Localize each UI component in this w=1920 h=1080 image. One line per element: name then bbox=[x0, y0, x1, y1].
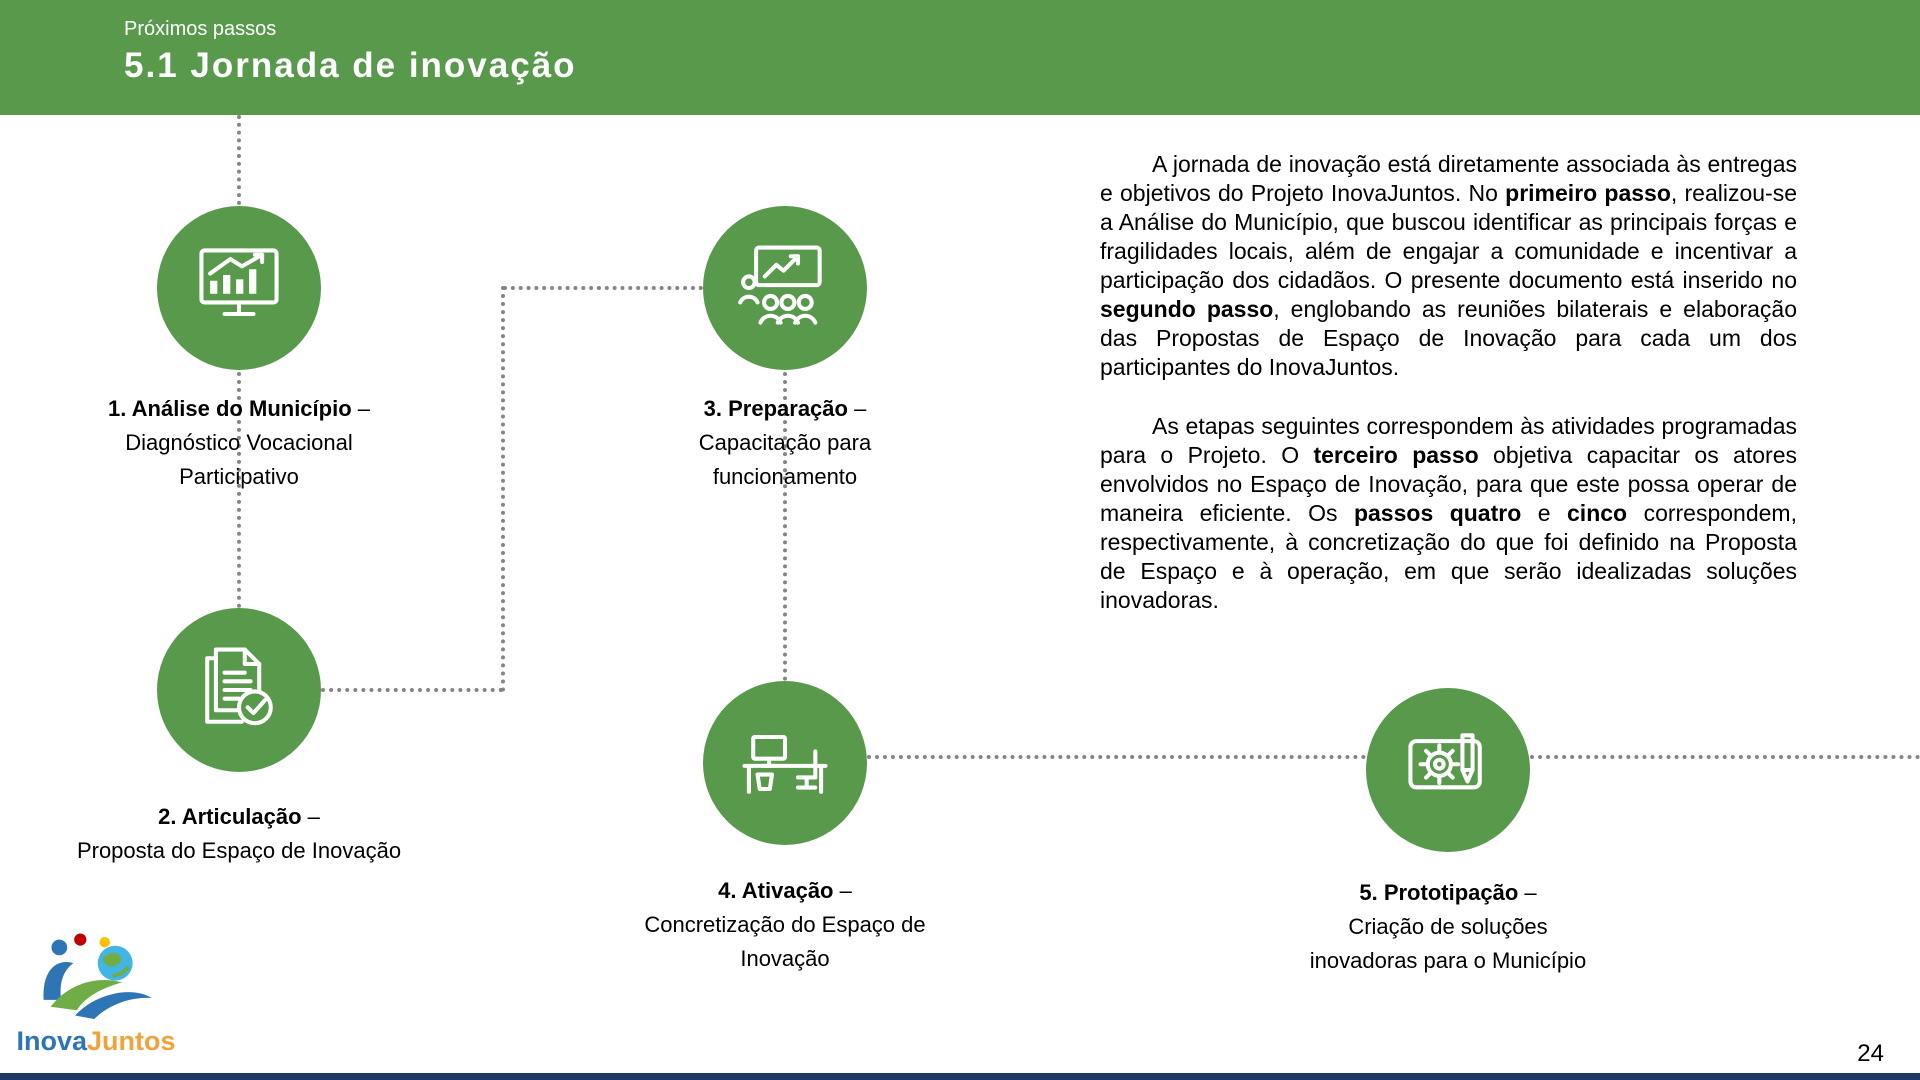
step-4-label: 4. Ativação – Concretização do Espaço de… bbox=[565, 874, 1005, 976]
step-3-title: 3. Preparação – bbox=[703, 396, 867, 421]
step-5-title: 5. Prototipação – bbox=[1359, 880, 1537, 905]
step-2-title: 2. Articulação – bbox=[158, 804, 320, 829]
step-1-label: 1. Análise do Município – Diagnóstico Vo… bbox=[39, 392, 439, 494]
step-4-circle bbox=[703, 681, 867, 845]
step-2-label: 2. Articulação – Proposta do Espaço de I… bbox=[19, 800, 459, 868]
document-check-icon bbox=[205, 647, 273, 726]
article-text: A jornada de inovação está diretamente a… bbox=[1100, 150, 1797, 615]
step-5-subtitle-line-2: inovadoras para o Município bbox=[1309, 948, 1587, 973]
workspace-desk-icon bbox=[742, 734, 828, 794]
step-3-subtitle-line-2: funcionamento bbox=[712, 464, 858, 489]
page-number: 24 bbox=[1857, 1040, 1884, 1067]
step-1-title: 1. Análise do Município – bbox=[107, 396, 370, 421]
step-3-circle bbox=[703, 206, 867, 370]
connector-step1-to-step2 bbox=[237, 372, 241, 608]
header-kicker: Próximos passos bbox=[124, 18, 277, 40]
connector-header-to-step1 bbox=[237, 115, 241, 205]
training-presentation-icon bbox=[738, 245, 822, 325]
step-4-subtitle-line-1: Concretização do Espaço de bbox=[644, 912, 926, 937]
step-5-circle bbox=[1366, 688, 1530, 852]
step-1-subtitle-line-1: Diagnóstico Vocacional bbox=[125, 430, 353, 455]
page-title: 5.1 Jornada de inovação bbox=[124, 46, 577, 85]
monitor-analytics-icon bbox=[199, 248, 279, 317]
step-1-circle bbox=[157, 206, 321, 370]
step-3-subtitle-line-1: Capacitação para bbox=[698, 430, 872, 455]
connector-step2-elbow-horizontal bbox=[321, 688, 503, 692]
step-4-subtitle-line-2: Inovação bbox=[740, 946, 830, 971]
step-1-subtitle-line-2: Participativo bbox=[179, 464, 299, 489]
paragraph-2: As etapas seguintes correspondem às ativ… bbox=[1100, 413, 1797, 613]
connector-step4-to-step5 bbox=[867, 755, 1366, 759]
inovajuntos-logo-mark-icon bbox=[43, 933, 152, 1020]
step-2-subtitle-line-1: Proposta do Espaço de Inovação bbox=[76, 838, 402, 863]
header-bar: Próximos passos 5.1 Jornada de inovação bbox=[0, 0, 1920, 115]
connector-elbow-to-step3 bbox=[503, 286, 703, 290]
step-3-label: 3. Preparação – Capacitação para funcion… bbox=[585, 392, 985, 494]
paragraph-1: A jornada de inovação está diretamente a… bbox=[1100, 151, 1797, 380]
step-5-subtitle-line-1: Criação de soluções bbox=[1348, 914, 1548, 939]
step-2-circle bbox=[157, 608, 321, 772]
connector-step5-to-edge bbox=[1530, 755, 1920, 759]
connector-elbow-vertical bbox=[501, 286, 505, 692]
inovajuntos-logo: InovaJuntos bbox=[10, 930, 182, 1056]
bottom-accent-bar bbox=[0, 1073, 1920, 1080]
connector-step3-to-step4 bbox=[783, 372, 787, 681]
step-4-title: 4. Ativação – bbox=[718, 878, 852, 903]
blueprint-gear-pencil-icon bbox=[1408, 733, 1482, 790]
step-5-label: 5. Prototipação – Criação de soluções in… bbox=[1228, 876, 1668, 978]
inovajuntos-logo-text: InovaJuntos bbox=[16, 1026, 176, 1056]
